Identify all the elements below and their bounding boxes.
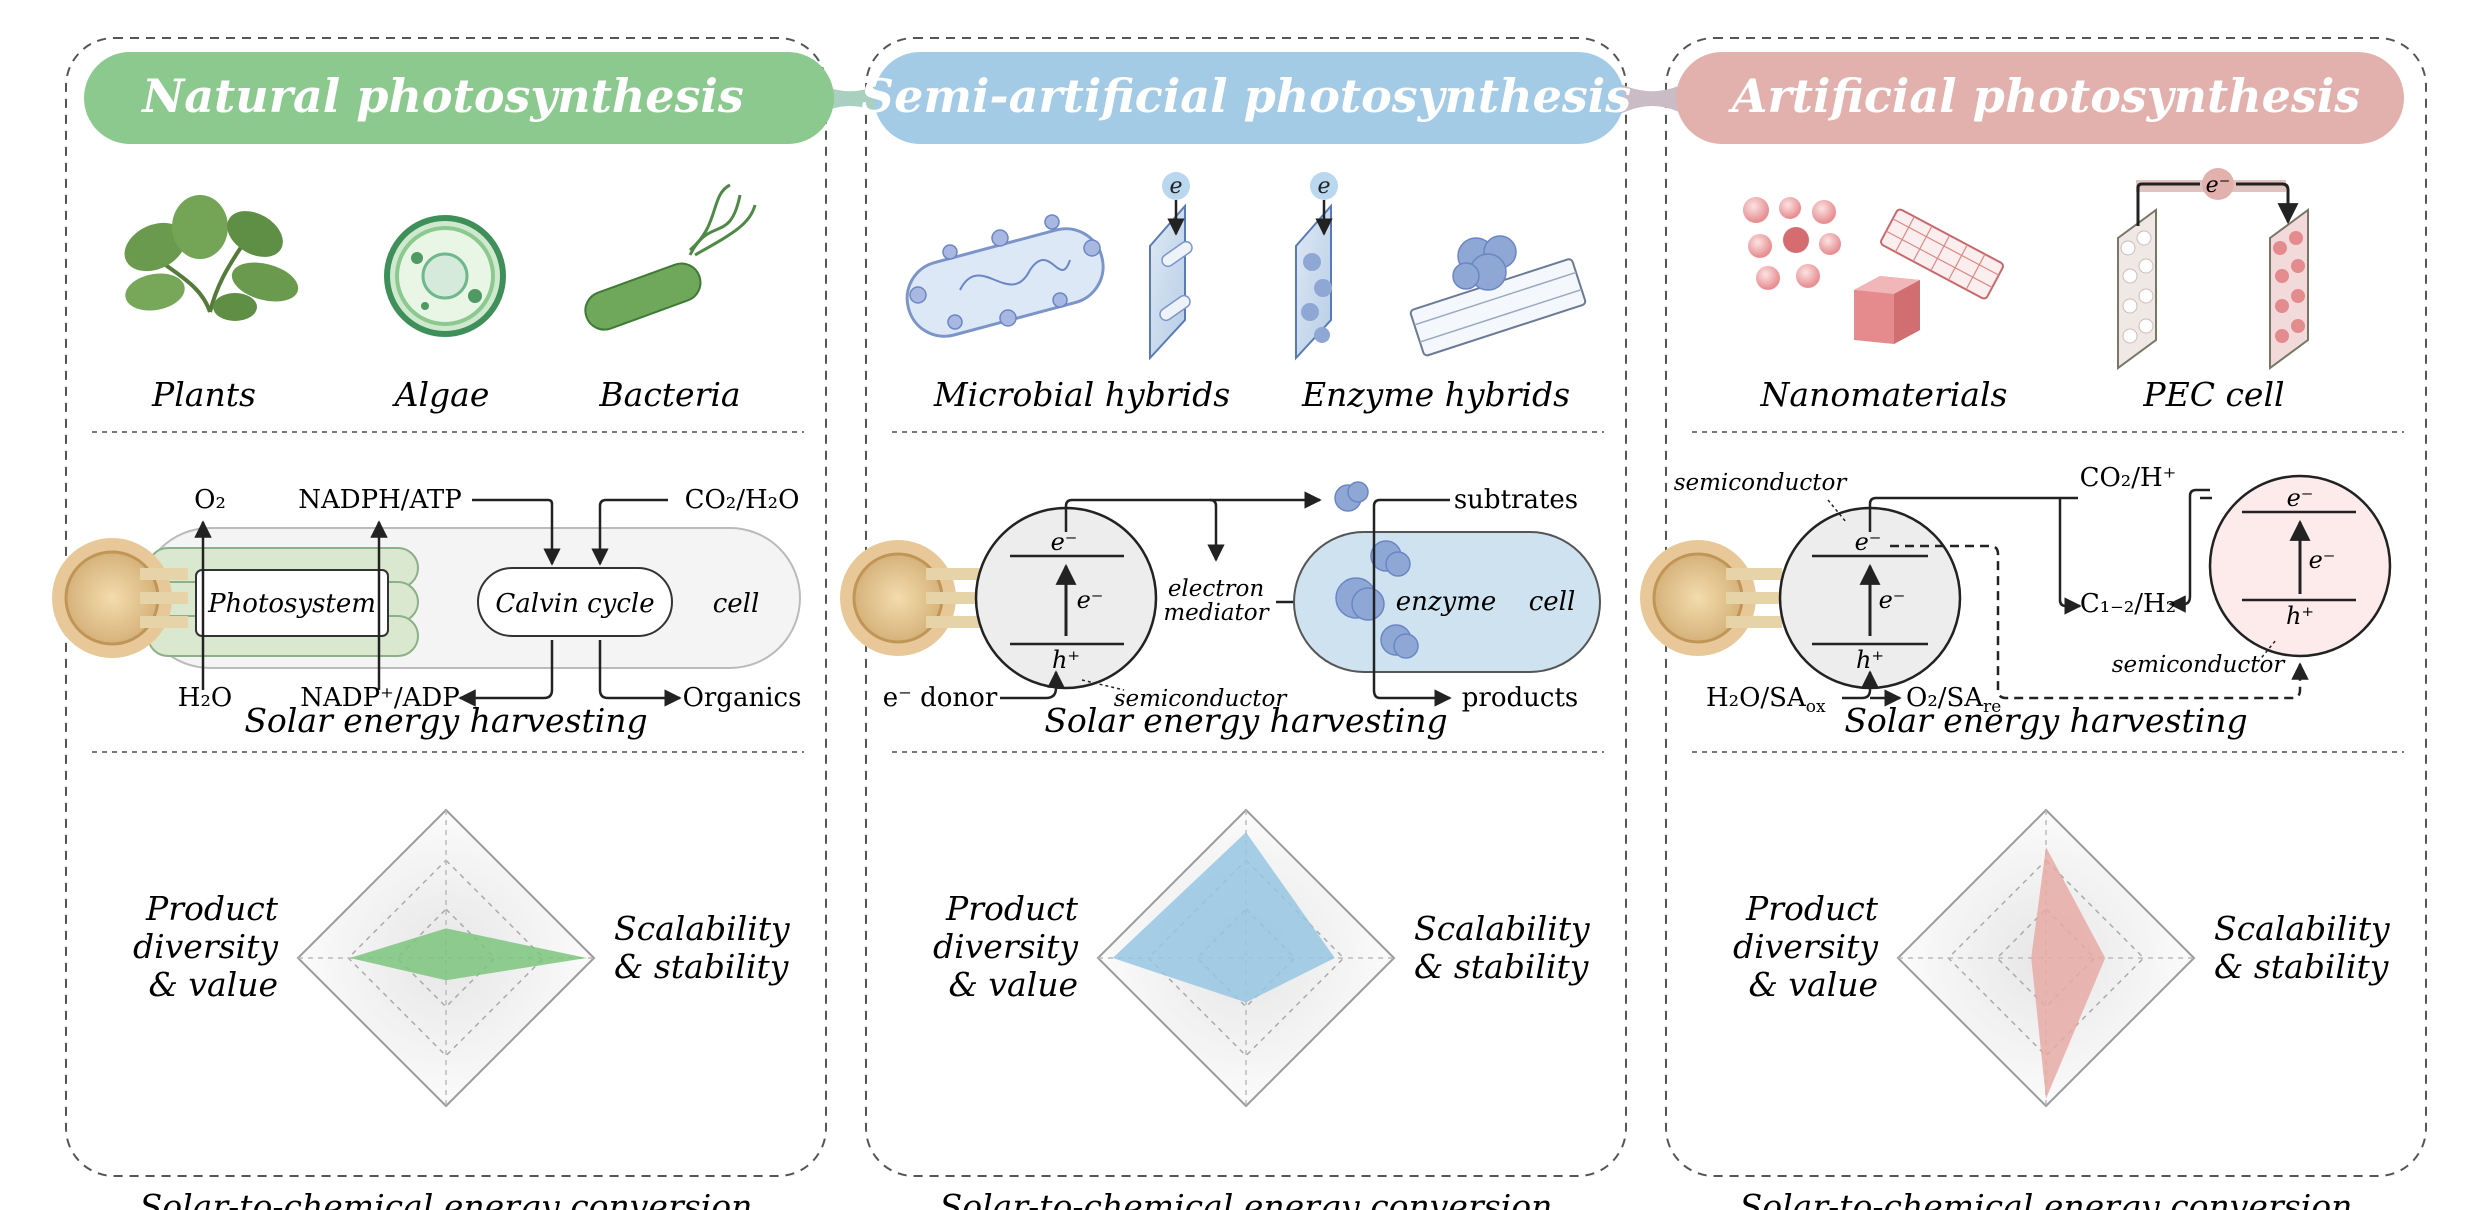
plant-icon [124, 195, 299, 321]
calvin-cycle-box [477, 567, 673, 637]
products-label: products [1462, 683, 1578, 713]
subtrates-label: subtrates [1454, 485, 1578, 515]
header-semi [874, 52, 1624, 144]
h-plus: h⁺ [1052, 646, 1080, 674]
svg-text:e: e [1169, 174, 1182, 199]
label-nadp-adp: NADP⁺/ADP [300, 683, 459, 713]
e-minus-mid: e⁻ [1077, 586, 1104, 614]
icon-label-plants: Plants [151, 375, 256, 414]
radar-label-bottom: Solar-to-chemical energy conversion [940, 1187, 1553, 1210]
photosystem-box [195, 569, 389, 637]
icon-label-nanomaterials: Nanomaterials [1760, 375, 2008, 414]
e-donor-label: e⁻ donor [883, 683, 998, 713]
icon-label-pec-cell: PEC cell [2142, 375, 2284, 414]
title-semi: Semi-artificial photosynthesis [861, 69, 1631, 123]
algae-icon [384, 215, 506, 337]
photosystem-label: Photosystem [207, 589, 376, 619]
mediator-label-2: mediator [1163, 600, 1270, 626]
icon-label-enzyme: Enzyme hybrids [1301, 375, 1570, 414]
radar-grid-ring [1996, 908, 2096, 1008]
reactant-in-label: H₂O/SAox [1706, 683, 1826, 717]
calvin-cycle-label: Calvin cycle [495, 589, 654, 619]
label-o2: O₂ [194, 485, 226, 515]
radar-1: Solar energy harvestingSolar-to-chemical… [933, 701, 1590, 1210]
bacteria-icon [584, 183, 757, 331]
pec-electron-label: e⁻ [2206, 173, 2231, 198]
e-minus-top-3: e⁻ [1855, 528, 1882, 556]
header-connector-2 [1612, 80, 1692, 118]
e-minus-top: e⁻ [1051, 528, 1078, 556]
e-minus-mid-4: e⁻ [2309, 546, 2336, 574]
radar-label-right: Scalability& stability [614, 909, 790, 986]
h-plus-3: h⁺ [1856, 646, 1884, 674]
icon-label-algae: Algae [392, 375, 490, 414]
radar-label-right: Scalability& stability [2214, 909, 2390, 986]
radar-label-top: Solar energy harvesting [1044, 701, 1447, 740]
label-nadph-atp: NADPH/ATP [298, 485, 462, 515]
radar-label-right: Scalability& stability [1414, 909, 1590, 986]
icon-label-microbial: Microbial hybrids [933, 375, 1230, 414]
h-plus-4: h⁺ [2286, 602, 2314, 630]
e-minus-top-4: e⁻ [2287, 484, 2314, 512]
radar-value-area [349, 928, 587, 981]
svg-text:e: e [1317, 174, 1330, 199]
header-natural [84, 52, 834, 144]
cell-label: cell [713, 589, 760, 619]
radar-grid-ring [347, 859, 545, 1057]
radar-2: Solar energy harvestingSolar-to-chemical… [1733, 701, 2390, 1210]
enzyme-label: enzyme [1396, 587, 1497, 617]
sun-icon [1640, 540, 1782, 656]
nanomaterials-icon [1743, 197, 2004, 344]
sun-icon [52, 538, 188, 658]
mediator-label-1: electron [1168, 576, 1264, 602]
enzyme-cluster-icon [1334, 481, 1419, 659]
radar-label-top: Solar energy harvesting [244, 701, 647, 740]
title-artificial: Artificial photosynthesis [1728, 69, 2360, 123]
semi-scheme: e⁻ e⁻ h⁺ e⁻ donor semiconductor electron… [840, 481, 1601, 713]
enzyme-nanotube-icon: e [1295, 172, 1587, 361]
icon-label-bacteria: Bacteria [598, 375, 740, 414]
header-artificial [1676, 52, 2404, 144]
microbe-semiconductor-icon: e [905, 172, 1193, 361]
artificial-scheme: e⁻ e⁻ h⁺ semiconductor e⁻ e⁻ h⁺ semicond… [1640, 463, 2392, 717]
cell-label-2: cell [1529, 587, 1576, 617]
radar-charts: Solar energy harvestingSolar-to-chemical… [133, 701, 2390, 1210]
title-natural: Natural photosynthesis [140, 69, 744, 123]
pec-cell-icon: e⁻ [2117, 168, 2309, 370]
enzyme-cell [1293, 531, 1601, 673]
label-h2o: H₂O [178, 683, 232, 713]
sun-icon [840, 540, 982, 656]
reactant-out-label: O₂/SAre [1906, 683, 2001, 717]
e-minus-mid-3: e⁻ [1879, 586, 1906, 614]
semiconductor-label: semiconductor [1114, 686, 1289, 712]
radar-label-top: Solar energy harvesting [1844, 701, 2247, 740]
separators [92, 431, 2404, 753]
radar-label-bottom: Solar-to-chemical energy conversion [1740, 1187, 2353, 1210]
natural-scheme: Photosystem Calvin cycle cell O₂ NADPH/A… [52, 485, 801, 713]
c12-label: C₁₋₂/H₂ [2080, 589, 2176, 619]
radar-value-area [2031, 847, 2106, 1099]
co2-label: CO₂/H⁺ [2080, 463, 2177, 493]
label-co2-h2o: CO₂/H₂O [685, 485, 800, 515]
radar-0: Solar energy harvestingSolar-to-chemical… [133, 701, 790, 1210]
semiconductor-label-2: semiconductor [2112, 652, 2287, 678]
radar-grid-ring [1947, 859, 2145, 1057]
radar-value-area [1112, 832, 1335, 1003]
radar-label-bottom: Solar-to-chemical energy conversion [140, 1187, 753, 1210]
semiconductor-label-1: semiconductor [1674, 470, 1849, 496]
label-organics: Organics [683, 683, 802, 713]
